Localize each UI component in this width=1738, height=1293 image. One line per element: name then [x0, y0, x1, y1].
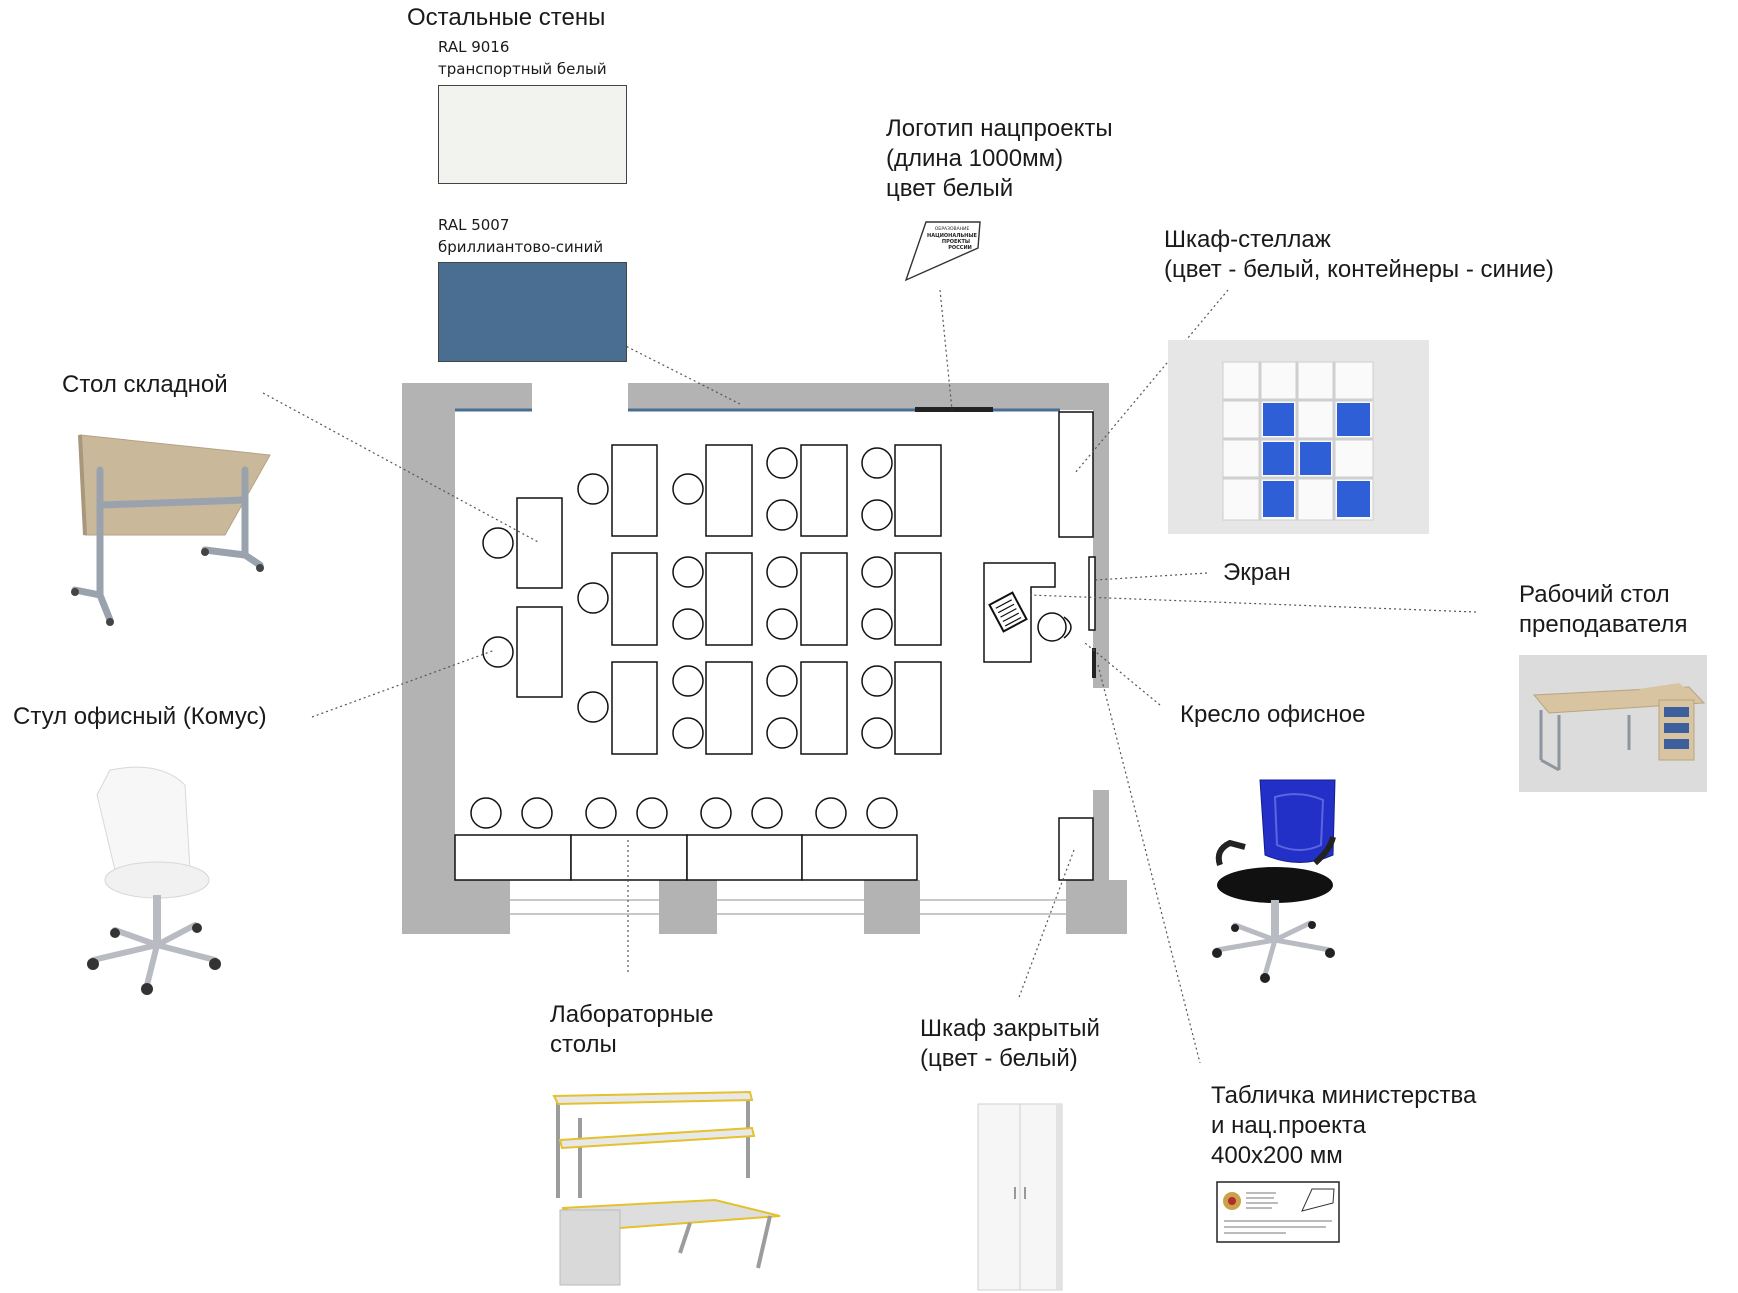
logo-label-line-2: (длина 1000мм)	[886, 145, 1064, 172]
shelf-label-line-2: (цвет - белый, контейнеры - синие)	[1164, 256, 1554, 283]
shelf-rack-photo	[1168, 340, 1429, 534]
logo-art-line-1: ОБРАЗОВАНИЕ	[935, 226, 970, 232]
logo-art-line-4: РОССИИ	[948, 245, 972, 251]
plaque-label: Табличка министерства и нац.проекта 400x…	[1211, 1081, 1476, 1171]
plaque-label-line-3: 400x200 мм	[1211, 1142, 1343, 1169]
shelf-rack-plan	[1058, 411, 1094, 538]
shelf-label: Шкаф-стеллаж (цвет - белый, контейнеры -…	[1164, 225, 1554, 285]
wall-top-right	[628, 383, 1109, 410]
wall-bottom-4	[1066, 880, 1127, 934]
folding-table-photo	[71, 434, 271, 626]
screen-plan	[1088, 556, 1096, 631]
logo-label-line-1: Логотип нацпроекты	[886, 115, 1113, 142]
ral-5007-caption: RAL 5007 бриллиантово-синий	[438, 214, 603, 258]
plaque-label-line-2: и нац.проекта	[1211, 1112, 1366, 1139]
logo-label-line-3: цвет белый	[886, 175, 1014, 202]
wall-bottom-1	[402, 880, 510, 934]
lab-table-photo	[552, 1090, 781, 1286]
shelf-label-line-1: Шкаф-стеллаж	[1164, 226, 1331, 253]
screen-label: Экран	[1223, 559, 1291, 586]
wall-bottom-3	[864, 880, 920, 934]
national-projects-logo: ОБРАЗОВАНИЕ НАЦИОНАЛЬНЫЕ ПРОЕКТЫ РОССИИ	[904, 221, 981, 282]
walls	[402, 383, 1127, 934]
teacher-desk-label-line-2: преподавателя	[1519, 611, 1688, 638]
chair-komus-photo	[87, 766, 221, 995]
walls-heading: Остальные стены	[407, 4, 606, 31]
closed-cabinet-photo	[977, 1103, 1063, 1291]
ral-9016-swatch	[438, 85, 627, 184]
lab-tables	[454, 834, 918, 881]
plaque-label-line-1: Табличка министерства	[1211, 1082, 1477, 1109]
cabinet-label: Шкаф закрытый (цвет - белый)	[920, 1014, 1100, 1074]
windows	[510, 899, 1066, 915]
ral-5007-name: бриллиантово-синий	[438, 238, 604, 256]
plaque-plan	[1092, 648, 1096, 678]
ral-5007-code: RAL 5007	[438, 216, 510, 234]
cabinet-label-line-2: (цвет - белый)	[920, 1045, 1078, 1072]
ral-9016-caption: RAL 9016 транспортный белый	[438, 36, 607, 80]
armchair-label: Кресло офисное	[1180, 701, 1366, 728]
laptop-plan	[988, 591, 1028, 633]
lab-tables-label-line-2: столы	[550, 1031, 617, 1058]
student-chairs	[482, 447, 893, 749]
teacher-chair-plan	[1037, 612, 1072, 642]
logo-wall-mark	[915, 407, 993, 412]
folding-table-label: Стол складной	[62, 371, 228, 398]
ral-5007-swatch	[438, 262, 627, 362]
wall-left	[402, 383, 455, 934]
student-desks	[516, 444, 942, 755]
wall-bottom-2	[659, 880, 717, 934]
logo-label: Логотип нацпроекты (длина 1000мм) цвет б…	[886, 114, 1113, 204]
armchair-photo	[1212, 779, 1336, 983]
lab-chairs	[470, 797, 898, 829]
wall-right-upper	[1093, 383, 1109, 688]
closed-cabinet-plan	[1058, 817, 1094, 881]
teacher-desk-label-line-1: Рабочий стол	[1519, 581, 1670, 608]
lab-tables-label-line-1: Лабораторные	[550, 1001, 714, 1028]
teacher-desk-label: Рабочий стол преподавателя	[1519, 580, 1687, 640]
teacher-desk-photo	[1519, 655, 1707, 792]
plaque-photo	[1216, 1181, 1340, 1243]
logo-art-line-3: ПРОЕКТЫ	[942, 239, 970, 245]
logo-art-line-2: НАЦИОНАЛЬНЫЕ	[927, 233, 978, 239]
chair-komus-label: Стул офисный (Комус)	[13, 703, 267, 730]
lab-tables-label: Лабораторные столы	[550, 1000, 714, 1060]
ral-9016-name: транспортный белый	[438, 60, 607, 78]
blue-containers	[1263, 403, 1370, 517]
cabinet-label-line-1: Шкаф закрытый	[920, 1015, 1100, 1042]
ral-9016-code: RAL 9016	[438, 38, 510, 56]
